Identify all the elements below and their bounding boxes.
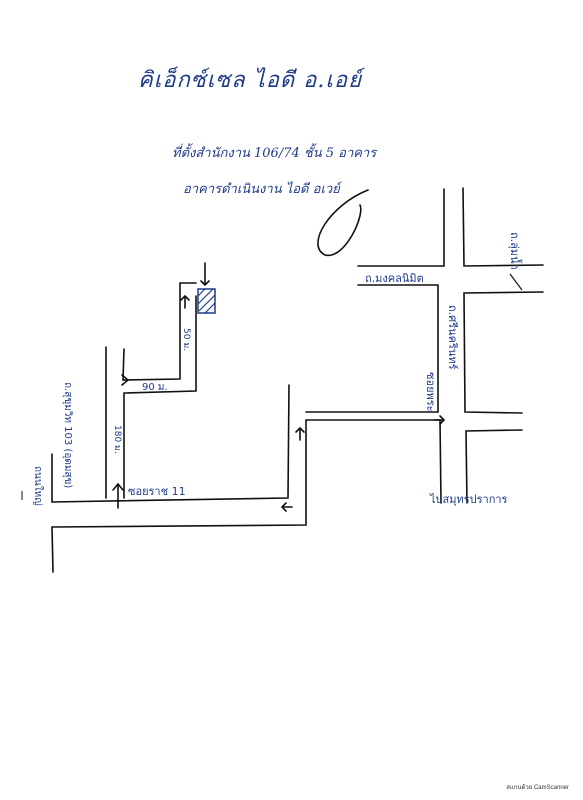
arrow-right [433, 415, 446, 425]
label-distance-90: 90 ม. [142, 382, 168, 393]
arrow-target [180, 294, 190, 309]
label-road-top: ถ.มงคลนิมิต [365, 272, 424, 285]
label-soi-main: ซอยราช 11 [128, 485, 186, 498]
arrow-mid [295, 426, 305, 441]
road-soi-bottom [51, 419, 307, 528]
road-mid-top [305, 284, 439, 413]
address-line-1: ที่ตั้งสำนักงาน 106/74 ชั้น 5 อาคาร [172, 146, 377, 161]
label-road-far-right: ถ.ลุ่มน้ำ [508, 232, 521, 270]
label-distance-180: 180 ม. [112, 425, 122, 454]
arrow-down [200, 262, 210, 287]
address-line-2: อาคารดำเนินงาน ไอดี อเวย์ [183, 182, 340, 197]
label-road-far-left: ถนนใหญ่ [32, 466, 43, 506]
road-mid-bottom [305, 419, 442, 504]
arrow-soi [112, 482, 124, 509]
scanner-footer: สแกนด้วย CamScanner [506, 785, 569, 791]
road-cross-left-top [357, 188, 445, 267]
arrow-bottom-right [280, 502, 293, 512]
alley-right [122, 282, 197, 381]
label-road-right-vertical: ถ.ศรีนครินทร์ [446, 305, 459, 370]
page-title: คิเอ็กซ์เซล ไอดี อ.เอย์ [138, 68, 363, 93]
road-cross-right-top [462, 187, 544, 267]
label-road-left: ถ.สุขุมวิท 103 (อุดมสุข) [62, 382, 73, 489]
road-cross-right-lower [465, 429, 523, 504]
alley-inner [123, 295, 197, 499]
label-road-bottom-right: ไปสมุทรปราการ [430, 493, 508, 506]
label-road-lower-right: ซอยพระ [424, 372, 437, 412]
road-cross-right-bottom [463, 291, 544, 414]
signature-curve [317, 189, 369, 256]
label-distance-50: 50 ม. [181, 328, 191, 352]
road-soi-top [51, 384, 290, 503]
target-building [197, 288, 216, 314]
far-right-slash [509, 273, 523, 291]
arrow-alley [121, 374, 130, 386]
road-left-inner [51, 526, 54, 573]
